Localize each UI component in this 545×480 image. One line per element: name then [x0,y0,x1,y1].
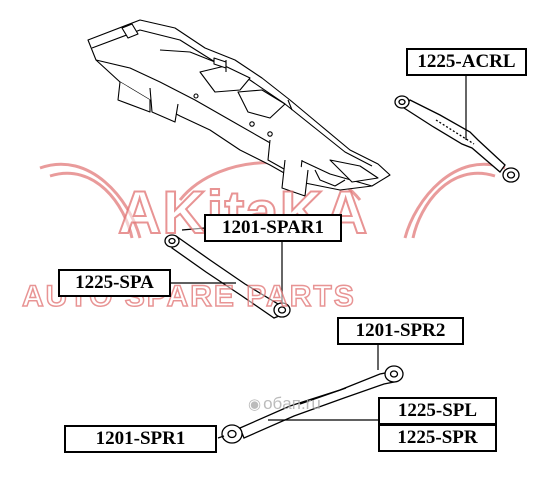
label-1201-spr1: 1201-SPR1 [64,425,217,453]
label-1201-spar1: 1201-SPAR1 [204,214,342,242]
lateral-arm-acrl [394,95,520,183]
trailing-arm-spa [164,234,291,319]
lower-arm-spl [221,365,404,444]
label-1225-spl: 1225-SPL [378,397,497,425]
label-1225-spa: 1225-SPA [58,269,171,297]
leader-lines [170,76,467,439]
label-1225-spr: 1225-SPR [378,424,497,452]
label-1225-acrl: 1225-ACRL [406,48,527,76]
rear-subframe [87,19,391,197]
label-1201-spr2: 1201-SPR2 [337,317,464,345]
